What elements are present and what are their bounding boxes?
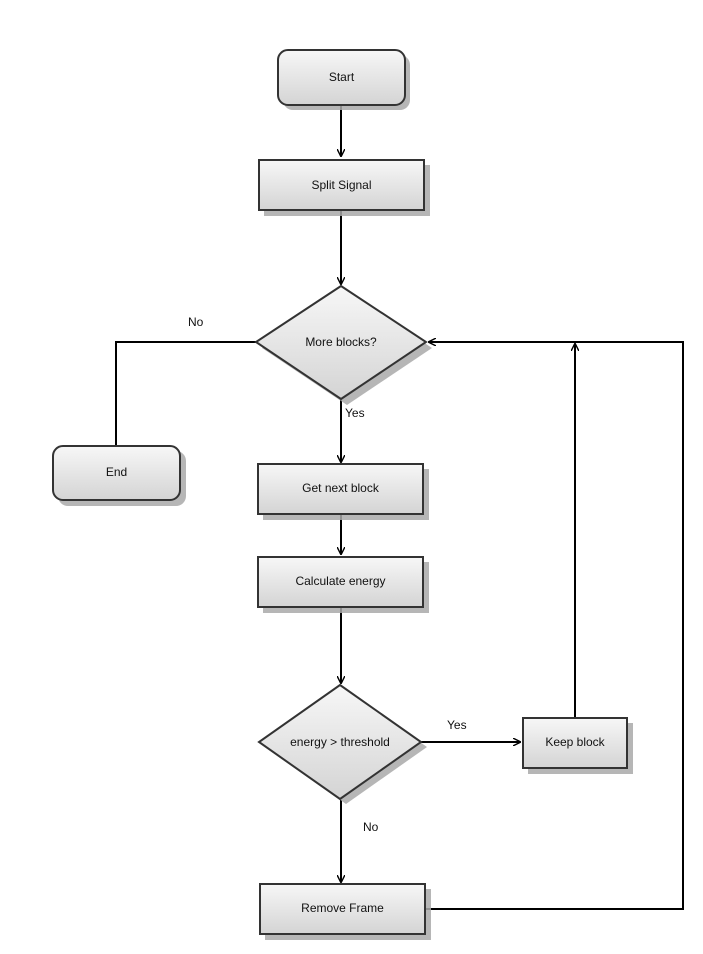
label-more-blocks-yes: Yes xyxy=(345,406,365,420)
node-calculate-energy[interactable]: Calculate energy xyxy=(257,556,429,613)
edge-remove-to-more-blocks xyxy=(426,342,684,910)
node-start-label: Start xyxy=(329,70,355,84)
node-energy-threshold-label: energy > threshold xyxy=(290,735,390,749)
node-split-signal[interactable]: Split Signal xyxy=(258,159,430,216)
node-remove-frame[interactable]: Remove Frame xyxy=(259,883,431,940)
node-more-blocks-decision[interactable]: More blocks? xyxy=(254,284,432,405)
node-end[interactable]: End xyxy=(52,445,186,506)
node-energy-threshold-decision[interactable]: energy > threshold xyxy=(257,683,427,804)
node-keep-block-label: Keep block xyxy=(545,735,605,749)
node-split-signal-label: Split Signal xyxy=(311,178,371,192)
label-threshold-no: No xyxy=(363,820,379,834)
edge-more-blocks-no-to-end xyxy=(115,341,256,446)
label-more-blocks-no: No xyxy=(188,315,204,329)
node-start[interactable]: Start xyxy=(277,49,410,110)
edge-labels: No Yes Yes No xyxy=(188,315,467,834)
node-more-blocks-label: More blocks? xyxy=(305,335,377,349)
nodes: Start Split Signal More blocks? End Get … xyxy=(52,49,633,940)
node-keep-block[interactable]: Keep block xyxy=(522,717,633,774)
node-end-label: End xyxy=(106,465,127,479)
node-get-next-block[interactable]: Get next block xyxy=(257,463,429,520)
label-threshold-yes: Yes xyxy=(447,718,467,732)
node-calculate-energy-label: Calculate energy xyxy=(295,574,385,588)
node-get-next-block-label: Get next block xyxy=(302,481,380,495)
edges xyxy=(115,106,684,910)
node-remove-frame-label: Remove Frame xyxy=(301,901,384,915)
